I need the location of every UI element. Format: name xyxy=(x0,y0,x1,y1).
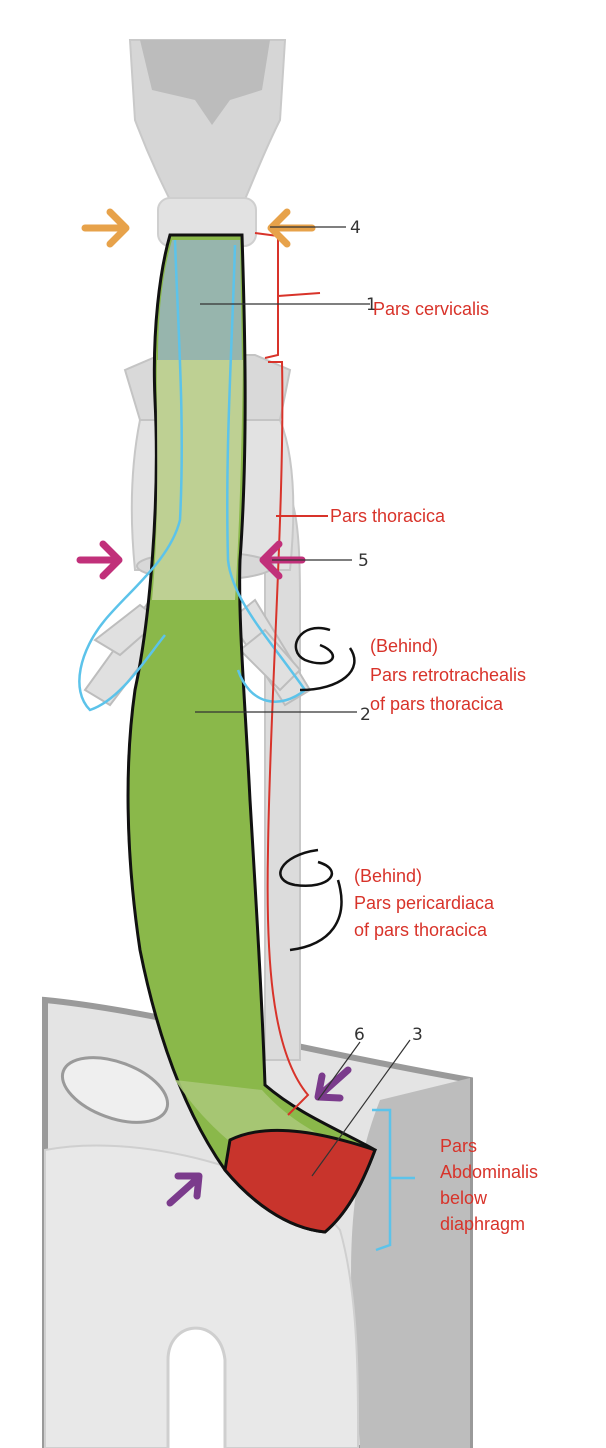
label-1: 1 xyxy=(366,295,377,315)
label-2: 2 xyxy=(360,705,371,725)
leader-6 xyxy=(317,1041,361,1101)
esophagus-upper-pale xyxy=(152,360,243,600)
swirl-arrow-retrotrachealis-icon xyxy=(294,626,356,692)
thoracic-bracket xyxy=(266,361,310,1116)
label-3: 3 xyxy=(412,1025,423,1045)
abdomen-organ xyxy=(44,1144,360,1448)
esophagus xyxy=(78,233,377,1234)
label-4: 4 xyxy=(350,218,361,238)
label-pericardiaca: (Behind) Pars pericardiaca of pars thora… xyxy=(354,866,495,940)
abdominal-bracket xyxy=(372,1108,415,1252)
leader-lines xyxy=(195,226,411,1177)
region-brackets xyxy=(254,232,328,1116)
retro-line-2: Pars retrotrachealis xyxy=(370,665,526,685)
peri-line-2: Pars pericardiaca xyxy=(354,893,495,913)
abdomen-dark-region xyxy=(351,1078,470,1448)
arrow-pair-orange-icon xyxy=(81,208,316,248)
swirl-arrow-pericardiaca-icon xyxy=(279,848,343,952)
abd-line-4: diaphragm xyxy=(440,1214,525,1234)
cervical-highlight xyxy=(158,240,242,360)
leader-3 xyxy=(311,1039,411,1177)
cervical-bracket xyxy=(254,232,321,359)
cyan-outline xyxy=(78,239,307,712)
label-abdominalis: Pars Abdominalis below diaphragm xyxy=(440,1136,538,1234)
retro-line-1: (Behind) xyxy=(370,636,438,656)
background-anatomy xyxy=(42,39,473,1448)
left-organ xyxy=(60,1056,170,1124)
abd-line-2: Abdominalis xyxy=(440,1162,538,1182)
label-pars-cervicalis: Pars cervicalis xyxy=(373,299,489,319)
label-retrotrachealis: (Behind) Pars retrotrachealis of pars th… xyxy=(370,636,526,714)
abd-line-3: below xyxy=(440,1188,488,1208)
label-6: 6 xyxy=(354,1025,365,1045)
peri-line-1: (Behind) xyxy=(354,866,422,886)
abd-line-1: Pars xyxy=(440,1136,477,1156)
vertebra-arch xyxy=(166,1326,227,1448)
larynx-dark xyxy=(140,40,270,125)
label-5: 5 xyxy=(358,551,369,571)
label-pars-thoracica: Pars thoracica xyxy=(330,506,446,526)
peri-line-3: of pars thoracica xyxy=(354,920,488,940)
retro-line-3: of pars thoracica xyxy=(370,694,504,714)
abdominal-section xyxy=(223,1128,377,1234)
